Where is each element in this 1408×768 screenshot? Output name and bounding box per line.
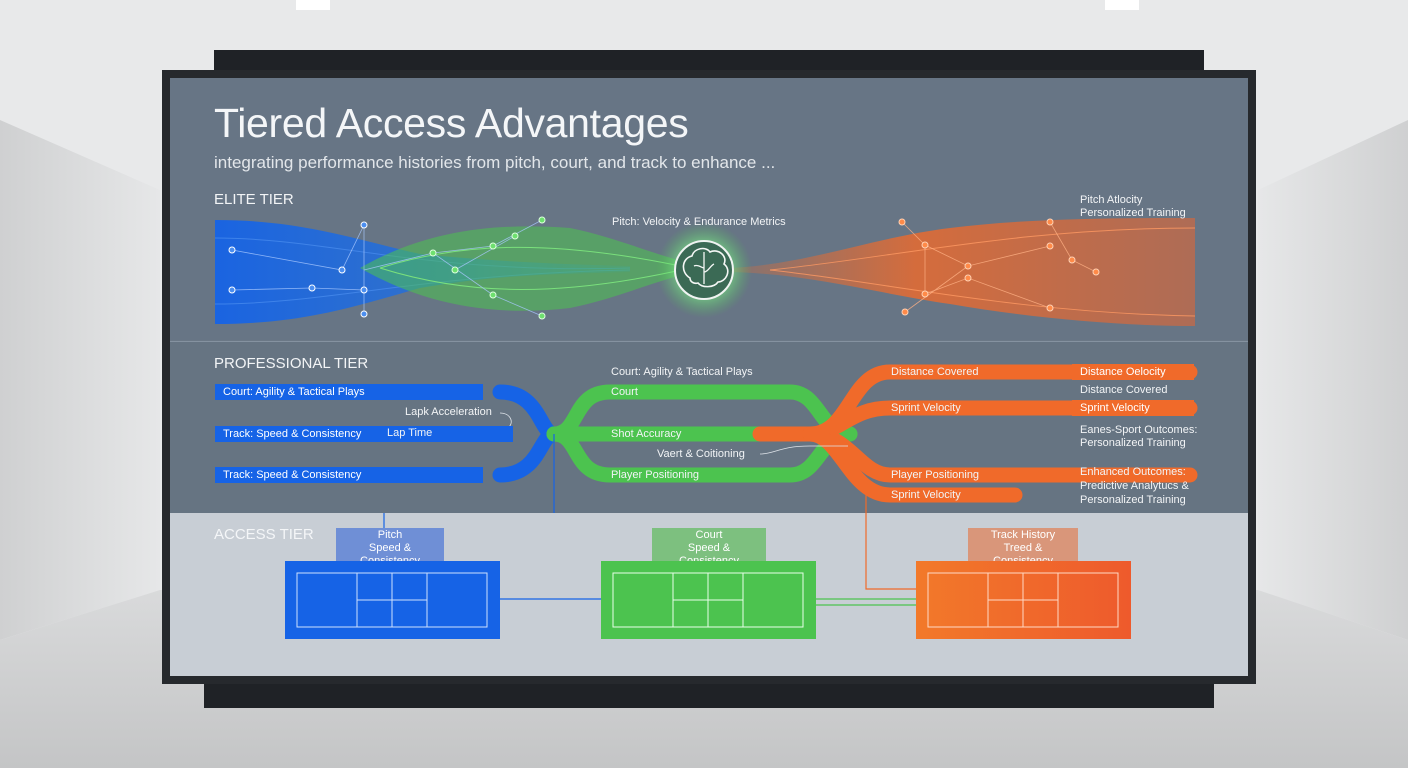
access-tag-court-title: Court [658,529,760,542]
pro-green-top-label: Court: Agility & Tactical Plays [611,366,753,378]
pro-blue-line-2: Track: Speed & Consistency [215,426,513,442]
pro-lapk-label: Lapk Acceleration [405,406,492,418]
ceiling-light [296,0,330,10]
pro-right-text-5: Personalized Training [1080,494,1186,507]
pro-orange-line-1: Distance Covered [891,366,978,378]
pro-green-line-3: Player Positioning [611,469,699,481]
pro-lap-time-label: Lap Time [387,427,432,439]
pro-orange-line-2: Sprint Velocity [891,402,961,414]
professional-tier-panel: PROFESSIONAL TIER [170,341,1248,514]
pro-blue-line-3: Track: Speed & Consistency [215,467,483,483]
elite-right-label-2: Personalized Training [1080,207,1186,220]
elite-center-label: Pitch: Velocity & Endurance Metrics [612,216,786,228]
ceiling-light [1105,0,1139,10]
elite-orange-stream [730,218,1195,326]
pro-green-line-1: Court [611,386,638,398]
pro-right-text-3: Enhanced Outcomes: [1080,466,1186,479]
elite-right-label-1: Pitch Atlocity [1080,194,1142,207]
access-tag-pitch-title: Pitch [342,529,438,542]
brain-icon [675,241,733,299]
track-field [916,561,1131,639]
pro-right-pill-2: Sprint Velocity [1072,400,1194,416]
pro-right-text-2: Personalized Training [1080,437,1186,450]
pro-right-distance-label: Distance Covered [1080,384,1167,396]
pro-vaert-label: Vaert & Coitioning [657,448,745,460]
pro-right-text-1: Eanes-Sport Outcomes: [1080,424,1197,437]
elite-tier-panel: Tiered Access Advantages integrating per… [170,78,1248,340]
pro-green-line-2: Shot Accuracy [611,428,681,440]
pro-blue-line-1: Court: Agility & Tactical Plays [215,384,483,400]
access-tag-track-title: Track History [974,529,1072,542]
pro-right-text-4: Predictive Analytucs & [1080,480,1189,493]
court-field [601,561,816,639]
pro-orange-line-3: Player Positioning [891,469,979,481]
pitch-field [285,561,500,639]
display-screen: Tiered Access Advantages integrating per… [170,78,1248,676]
pro-orange-line-4: Sprint Velocity [891,489,961,501]
pro-right-pill-1: Distance Oelocity [1072,364,1194,380]
display-stand [204,684,1214,708]
